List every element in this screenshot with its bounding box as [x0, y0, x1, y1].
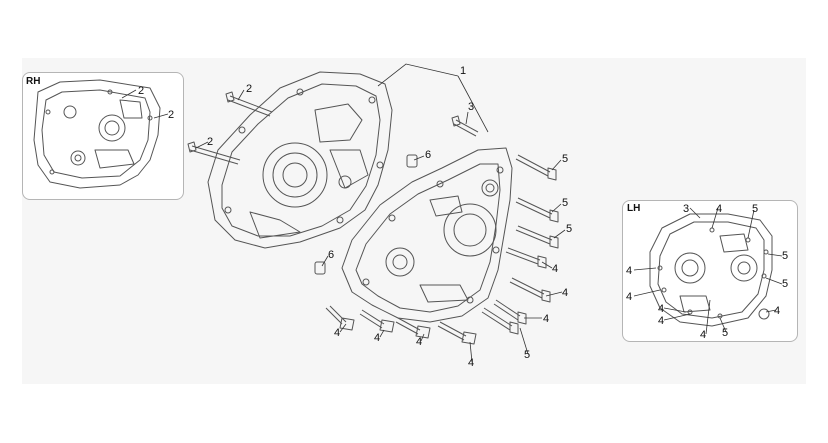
- callout-lh-5a: 5: [752, 203, 758, 215]
- callout-main-5c: 5: [566, 223, 572, 235]
- callout-rh-2a: 2: [138, 85, 144, 97]
- callout-lh-3: 3: [683, 203, 689, 215]
- callout-main-4c: 4: [543, 313, 549, 325]
- dowel-pins: [314, 154, 418, 275]
- callout-lh-4a: 4: [716, 203, 722, 215]
- lh-inset-crankcase: [649, 213, 773, 327]
- callout-lh-4e: 4: [658, 315, 664, 327]
- callout-main-4b: 4: [562, 287, 568, 299]
- callout-lh-5d: 5: [722, 327, 728, 339]
- callout-lh-4d: 4: [658, 303, 664, 315]
- callout-lh-5c: 5: [782, 278, 788, 290]
- callout-main-4a: 4: [552, 263, 558, 275]
- callout-lh-4c: 4: [626, 291, 632, 303]
- callout-main-4f: 4: [416, 336, 422, 348]
- crankcase-lh-half: [341, 147, 513, 323]
- lh-inset: [622, 200, 798, 342]
- crankcase-rh-half: [207, 71, 393, 249]
- callout-main-5a: 5: [562, 153, 568, 165]
- rh-inset: [22, 72, 184, 200]
- callout-lh-4f: 4: [774, 305, 780, 317]
- callout-main-1: 1: [460, 65, 466, 77]
- bottom-bolts: [325, 305, 477, 345]
- callout-main-3: 3: [468, 101, 474, 113]
- rh-inset-label: RH: [26, 76, 41, 87]
- callout-main-5b: 5: [562, 197, 568, 209]
- callout-main-2a: 2: [246, 83, 252, 95]
- rh-inset-crankcase: [33, 79, 161, 189]
- long-bolts: [187, 91, 273, 165]
- callout-main-4g: 4: [468, 357, 474, 369]
- callout-lh-5b: 5: [782, 250, 788, 262]
- callout-main-4e: 4: [374, 332, 380, 344]
- right-bolts: [481, 154, 559, 335]
- callout-main-4d: 4: [334, 327, 340, 339]
- callout-lh-4b: 4: [626, 265, 632, 277]
- lh-inset-label: LH: [627, 203, 641, 214]
- callout-main-2b: 2: [207, 136, 213, 148]
- callout-main-6b: 6: [328, 249, 334, 261]
- callout-labels: 1 2 2 3 6 6 5 5 5 4 4 4 4 4 4 4 5 2 2 3 …: [138, 65, 788, 369]
- callout-main-5d: 5: [524, 349, 530, 361]
- callout-rh-2b: 2: [168, 109, 174, 121]
- leader-lines: [121, 63, 783, 363]
- callout-lh-4g: 4: [700, 329, 706, 341]
- bolt-item-3: [451, 115, 479, 137]
- callout-main-6a: 6: [425, 149, 431, 161]
